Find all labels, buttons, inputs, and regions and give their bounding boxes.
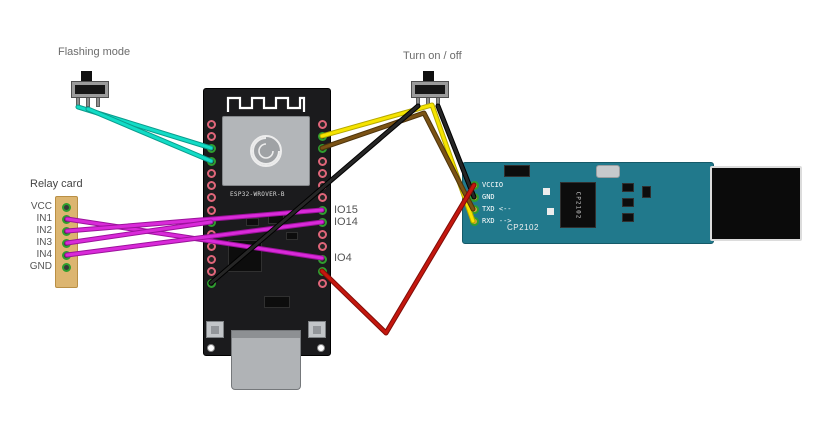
relay-pin-label: IN3	[36, 237, 52, 248]
cp2102-rxd-label: RXD -->	[482, 217, 512, 225]
pin-hole	[317, 156, 327, 166]
pin-hole	[317, 192, 327, 202]
pin-hole	[206, 180, 216, 190]
cp2102-gnd-label: GND	[482, 193, 495, 201]
pin-hole	[206, 192, 216, 202]
usb-connector-lip	[232, 331, 300, 338]
pin-hole	[206, 278, 216, 288]
pin-hole	[317, 254, 327, 264]
cp2102-smd-component	[622, 213, 634, 222]
button-cap	[211, 326, 219, 334]
cp2102-smd-component	[543, 188, 550, 195]
switch-slot	[75, 85, 105, 94]
pin-hole	[469, 180, 479, 190]
cp2102-smd-component	[642, 186, 651, 198]
pin-hole	[469, 204, 479, 214]
pin-hole	[206, 131, 216, 141]
cp2102-board-label: CP2102	[507, 223, 539, 232]
esp32-smd-component	[264, 296, 290, 308]
pin-hole	[206, 266, 216, 276]
cp2102-smd-component	[622, 183, 634, 192]
relay-pin-label: IN4	[36, 249, 52, 260]
esp32-mounting-hole	[317, 344, 325, 352]
button-cap	[313, 326, 321, 334]
relay-pin-label: IN1	[36, 213, 52, 224]
pin-hole	[317, 143, 327, 153]
pin-hole	[206, 205, 216, 215]
flashing-mode-switch	[71, 81, 109, 98]
pin-hole	[317, 241, 327, 251]
esp32-en-button	[206, 321, 224, 338]
pin-hole	[317, 278, 327, 288]
pin-hole	[317, 168, 327, 178]
pin-hole	[317, 229, 327, 239]
relay-pin-label: IN2	[36, 225, 52, 236]
cp2102-chip: CP2102	[560, 182, 596, 228]
pin-hole	[206, 119, 216, 129]
flashing-mode-label: Flashing mode	[58, 46, 131, 58]
pin-hole	[206, 254, 216, 264]
esp32-mounting-hole	[207, 344, 215, 352]
relay-card-title: Relay card	[30, 178, 83, 190]
pin-hole	[317, 205, 327, 215]
power-switch	[411, 81, 449, 98]
cp2102-smd-component	[504, 165, 530, 177]
pin-hole	[61, 226, 71, 236]
pin-hole	[317, 131, 327, 141]
pin-hole	[206, 241, 216, 251]
pin-hole	[469, 216, 479, 226]
cp2102-crystal	[596, 165, 620, 178]
pin-hole	[61, 214, 71, 224]
pin-hole	[61, 262, 71, 272]
pin-hole	[469, 192, 479, 202]
relay-pin-label: GND	[29, 261, 52, 272]
cp2102-smd-component	[547, 208, 554, 215]
esp32-usb-connector	[231, 330, 301, 390]
cp2102-txd-label: TXD <--	[482, 205, 512, 213]
pin-hole	[61, 202, 71, 212]
pin-hole	[61, 250, 71, 260]
pin-hole	[317, 266, 327, 276]
cp2102-vccio-label: VCCIO	[482, 181, 504, 189]
pin-hole	[206, 217, 216, 227]
usb-plug	[710, 166, 802, 241]
pin-hole	[61, 238, 71, 248]
switch-slot	[415, 85, 445, 94]
power-switch-knob-icon	[423, 71, 434, 82]
pin-hole	[317, 217, 327, 227]
pin-hole	[206, 156, 216, 166]
pin-hole	[317, 180, 327, 190]
flashing-switch-knob-icon	[81, 71, 92, 82]
cp2102-smd-component	[622, 198, 634, 207]
pin-hole	[206, 143, 216, 153]
power-switch-label: Turn on / off	[403, 50, 462, 62]
pin-hole	[317, 119, 327, 129]
pin-hole	[206, 168, 216, 178]
pin-hole	[206, 229, 216, 239]
relay-pin-label: VCC	[30, 201, 52, 212]
